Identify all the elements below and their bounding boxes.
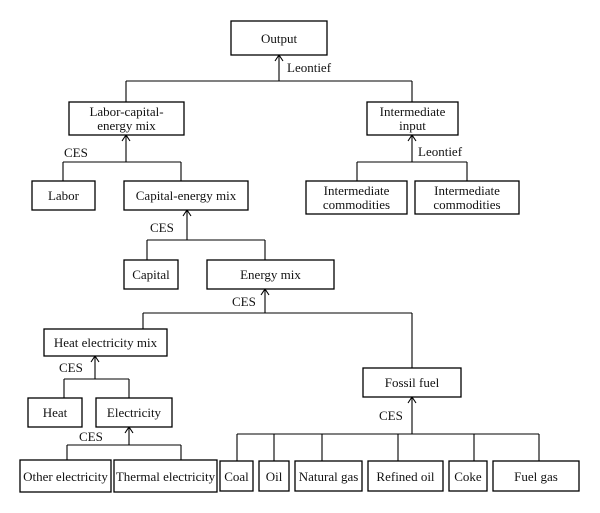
node-thermal-electricity-label: Thermal electricity — [116, 469, 216, 484]
node-fuel-gas: Fuel gas — [492, 460, 580, 492]
node-coal: Coal — [219, 460, 254, 492]
node-natural-gas: Natural gas — [294, 460, 363, 492]
node-intermediate-input-label-line1: Intermediate — [380, 104, 446, 119]
node-output: Output — [230, 20, 328, 56]
node-refined-oil-label: Refined oil — [376, 469, 435, 484]
function-labels: Leontief CES Leontief CES CES CES CES CE… — [59, 60, 463, 444]
node-labor-capital-energy-mix-label-line2: energy mix — [97, 118, 156, 133]
node-energy-mix: Energy mix — [206, 259, 335, 290]
node-labor-label: Labor — [48, 188, 80, 203]
node-fossil-fuel-label: Fossil fuel — [385, 375, 440, 390]
node-capital-energy-mix-label: Capital-energy mix — [136, 188, 237, 203]
node-intermediate-commodities-1-label-line1: Intermediate — [324, 183, 390, 198]
node-electricity: Electricity — [95, 397, 173, 428]
node-coke: Coke — [448, 460, 488, 492]
leontief-label-intermediate: Leontief — [418, 144, 463, 159]
node-other-electricity-label: Other electricity — [23, 469, 108, 484]
node-other-electricity: Other electricity — [19, 459, 112, 493]
node-capital-label: Capital — [132, 267, 170, 282]
node-heat-label: Heat — [43, 405, 68, 420]
node-fossil-fuel: Fossil fuel — [362, 367, 462, 398]
node-thermal-electricity: Thermal electricity — [113, 459, 218, 493]
node-labor-capital-energy-mix: Labor-capital- energy mix — [68, 101, 185, 136]
ces-label-labor-capital-energy: CES — [64, 145, 88, 160]
node-electricity-label: Electricity — [107, 405, 162, 420]
node-coal-label: Coal — [224, 469, 249, 484]
node-heat-electricity-mix: Heat electricity mix — [43, 328, 168, 357]
node-heat-electricity-mix-label: Heat electricity mix — [54, 335, 158, 350]
node-intermediate-input: Intermediate input — [366, 101, 459, 136]
node-labor-capital-energy-mix-label-line1: Labor-capital- — [89, 104, 163, 119]
node-oil-label: Oil — [266, 469, 283, 484]
node-refined-oil: Refined oil — [367, 460, 444, 492]
node-fuel-gas-label: Fuel gas — [514, 469, 558, 484]
ces-label-fossil-fuel: CES — [379, 408, 403, 423]
node-capital: Capital — [123, 259, 179, 290]
node-coke-label: Coke — [454, 469, 482, 484]
node-labor: Labor — [31, 180, 96, 211]
node-capital-energy-mix: Capital-energy mix — [123, 180, 249, 211]
connector-lines — [62, 55, 540, 461]
ces-label-capital-energy: CES — [150, 220, 174, 235]
node-intermediate-commodities-1: Intermediate commodities — [305, 180, 408, 215]
node-intermediate-commodities-1-label-line2: commodities — [323, 197, 390, 212]
ces-label-electricity: CES — [79, 429, 103, 444]
node-intermediate-commodities-2-label-line2: commodities — [433, 197, 500, 212]
node-output-label: Output — [261, 31, 298, 46]
ces-label-heat-electricity: CES — [59, 360, 83, 375]
node-energy-mix-label: Energy mix — [240, 267, 301, 282]
node-natural-gas-label: Natural gas — [299, 469, 359, 484]
node-intermediate-commodities-2: Intermediate commodities — [414, 180, 520, 215]
node-intermediate-commodities-2-label-line1: Intermediate — [434, 183, 500, 198]
node-oil: Oil — [258, 460, 290, 492]
node-heat: Heat — [27, 397, 83, 428]
ces-label-energy-mix: CES — [232, 294, 256, 309]
leontief-label-output: Leontief — [287, 60, 332, 75]
node-intermediate-input-label-line2: input — [399, 118, 426, 133]
